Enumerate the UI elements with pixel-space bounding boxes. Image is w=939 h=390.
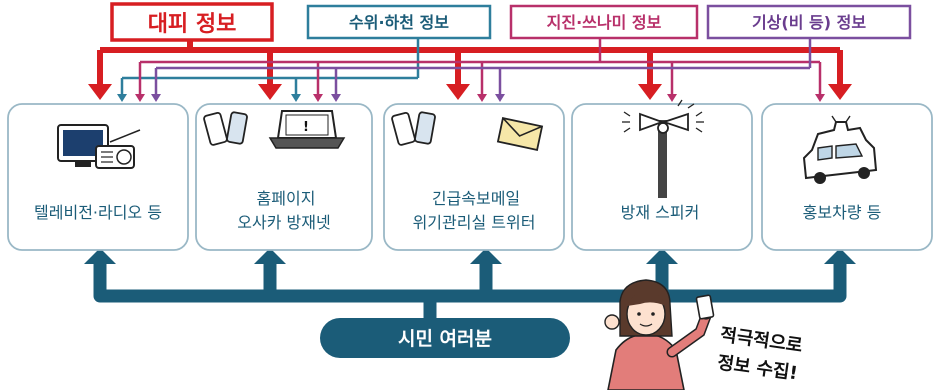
radio-icon	[95, 129, 141, 169]
earthquake-flow-lines	[138, 36, 822, 96]
channel-vehicle: 홍보차량 등	[761, 103, 933, 251]
laptop-icon: !	[268, 110, 346, 149]
citizen-arrowheads	[84, 248, 856, 264]
citizens-label: 시민 여러분	[398, 328, 492, 350]
evacuation-info-label: 대피 정보	[148, 12, 237, 37]
water-level-flow-lines	[120, 36, 420, 96]
svg-text:!: !	[303, 120, 309, 135]
person-icon	[604, 279, 715, 390]
note-line-1: 적극적으로	[719, 324, 804, 356]
water-level-arrowheads	[117, 94, 301, 102]
phone-icon	[203, 111, 248, 146]
note-line-2: 정보 수집!	[716, 352, 799, 384]
weather-info-box: 기상(비 등) 정보	[706, 4, 912, 40]
car-icon	[802, 115, 878, 184]
earthquake-info-box: 지진·쓰나미 정보	[509, 4, 699, 40]
weather-flow-lines	[154, 36, 812, 96]
water-level-info-label: 수위·하천 정보	[349, 13, 449, 32]
loudspeaker-icon	[622, 99, 704, 198]
evacuation-info-box: 대피 정보	[110, 2, 274, 42]
weather-info-label: 기상(비 등) 정보	[752, 13, 866, 32]
earthquake-info-label: 지진·쓰나미 정보	[547, 13, 662, 32]
weather-arrowheads	[151, 94, 505, 102]
encouragement-note: 적극적으로 정보 수집!	[716, 324, 804, 384]
channel-vehicle-label: 홍보차량 등	[803, 203, 882, 222]
channel-email-label-1: 긴급속보메일	[432, 189, 520, 208]
channel-email-label-2: 위기관리실 트위터	[413, 213, 536, 232]
envelope-icon	[496, 117, 544, 151]
channel-homepage-label-2: 오사카 방재넷	[237, 213, 330, 232]
evacuation-arrowheads	[88, 84, 852, 100]
citizens-node: 시민 여러분	[320, 318, 570, 358]
channel-speaker-label: 방재 스피커	[621, 203, 700, 222]
channel-homepage-label-1: 홈페이지	[257, 189, 316, 208]
channel-tv-radio: 텔레비전·라디오 등	[7, 103, 189, 251]
channel-email: 긴급속보메일 위기관리실 트위터	[383, 103, 565, 251]
phone-icon	[391, 111, 436, 146]
channel-speaker: 방재 스피커	[571, 99, 753, 251]
channel-tv-radio-label: 텔레비전·라디오 등	[34, 203, 162, 222]
earthquake-arrowheads	[135, 94, 825, 102]
channel-homepage: ! 홈페이지 오사카 방재넷	[195, 103, 373, 251]
water-level-info-box: 수위·하천 정보	[306, 4, 492, 40]
